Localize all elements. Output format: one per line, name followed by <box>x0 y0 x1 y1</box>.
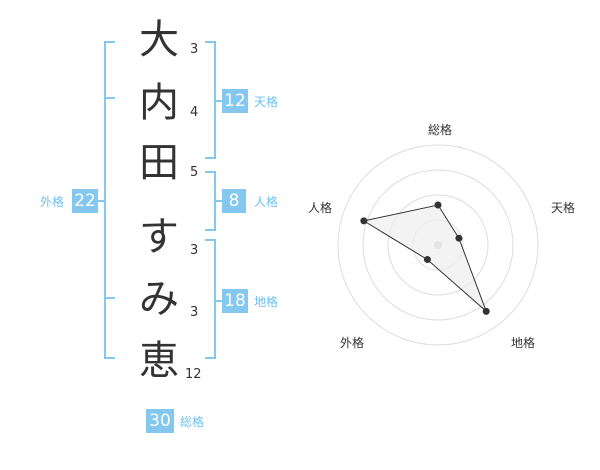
name-char-3: 田 <box>139 140 179 186</box>
stroke-count-2: 4 <box>190 105 199 120</box>
jinkaku-label: 人格 <box>254 195 279 209</box>
radar-axis-label-jinkaku: 人格 <box>308 201 333 215</box>
radar-axis-label-soukaku: 総格 <box>428 123 453 137</box>
radar-ring <box>337 144 539 346</box>
stroke-count-5: 3 <box>190 305 199 320</box>
radar-ring <box>362 169 514 321</box>
radar-axis-label-gaikaku: 外格 <box>340 336 365 350</box>
name-char-6: 恵 <box>139 338 179 384</box>
soukaku-score: 30 <box>146 409 174 433</box>
radar-point-1 <box>434 201 442 209</box>
name-char-1: 大 <box>139 17 179 63</box>
radar-axis-label-chikaku: 地格 <box>511 336 536 350</box>
stroke-count-4: 3 <box>190 243 199 258</box>
radar-point-2 <box>455 234 463 242</box>
radar-ring <box>387 194 489 296</box>
tenkaku-label: 天格 <box>254 95 279 109</box>
soukaku-label: 総格 <box>180 415 205 429</box>
name-char-4: す <box>139 214 179 260</box>
radar-point-3 <box>482 307 490 315</box>
stroke-count-3: 5 <box>190 165 199 180</box>
jinkaku-score: 8 <box>222 189 246 213</box>
gaikaku-label: 外格 <box>40 195 65 209</box>
stroke-count-6: 12 <box>185 367 202 382</box>
stroke-count-1: 3 <box>190 42 199 57</box>
radar-axis-label-tenkaku: 天格 <box>551 201 576 215</box>
radar-point-4 <box>423 256 431 264</box>
radar-point-5 <box>360 217 368 225</box>
radar-polygon <box>362 204 487 312</box>
chikaku-label: 地格 <box>254 295 279 309</box>
tenkaku-score: 12 <box>222 89 248 113</box>
gaikaku-score: 22 <box>72 189 98 213</box>
name-char-2: 内 <box>139 80 179 126</box>
name-char-5: み <box>139 276 179 322</box>
chikaku-score: 18 <box>222 289 248 313</box>
chikaku-bracket <box>205 239 216 359</box>
